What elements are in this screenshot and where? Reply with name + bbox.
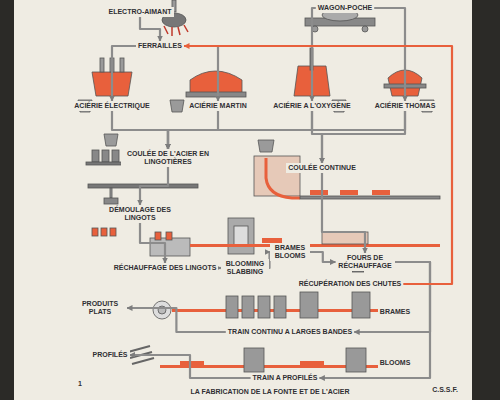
flow-connector xyxy=(140,167,168,205)
node-text: ACIÉRIE ÉLECTRIQUE xyxy=(74,102,149,110)
node-text: ACIÉRIE MARTIN xyxy=(189,102,247,110)
process-label: PRODUITS PLATS xyxy=(73,299,127,317)
node-text: TRAIN A PROFILÉS xyxy=(253,374,318,382)
process-label: RÉCHAUFFAGE DES LINGOTS xyxy=(112,263,219,273)
node-text: RÉCUPÉRATION DES CHUTES xyxy=(299,280,402,288)
label-text: BLOOMS xyxy=(380,359,411,367)
node-text: RÉCHAUFFAGE DES LINGOTS xyxy=(114,264,217,272)
node-text: WAGON-POCHE xyxy=(318,4,372,12)
process-label: TRAIN CONTINU A LARGES BANDES xyxy=(226,327,354,337)
label: C.S.S.F. xyxy=(430,385,460,395)
caption: LA FABRICATION DE LA FONTE ET DE L'ACIER xyxy=(189,387,352,397)
flow-connector xyxy=(184,46,452,284)
node-text: ELECTRO-AIMANT xyxy=(109,8,172,16)
process-label: ELECTRO-AIMANT xyxy=(107,7,174,17)
flow-connector xyxy=(312,8,316,101)
process-label: DÉMOULAGE DES LINGOTS xyxy=(103,205,177,223)
process-label: COULÉE CONTINUE xyxy=(286,163,358,173)
flow-connector xyxy=(322,173,365,253)
process-label: ACIÉRIE ÉLECTRIQUE xyxy=(72,101,151,111)
flow-connector xyxy=(140,17,160,41)
flow-connector xyxy=(184,46,218,101)
node-text: ACIÉRIE THOMAS xyxy=(375,102,436,110)
flow-connector xyxy=(130,355,251,378)
node-text: FOURS DE RÉCHAUFFAGE xyxy=(338,254,393,270)
node-text: BRAMES BLOOMS xyxy=(272,244,308,260)
process-label: BRAMES BLOOMS xyxy=(270,243,310,261)
process-label: COULÉE DE L'ACIER EN LINGOTIÈRES xyxy=(121,149,215,167)
flow-connector xyxy=(322,111,405,163)
process-label: BLOOMING SLABBING xyxy=(221,259,269,277)
node-text: BLOOMING SLABBING xyxy=(223,260,267,276)
node-text: ACIÉRIE A L'OXYGÈNE xyxy=(273,102,350,110)
process-label: PROFILÉS xyxy=(90,350,129,360)
process-label: ACIÉRIE MARTIN xyxy=(187,101,249,111)
flow-connector xyxy=(374,8,405,101)
label-text: C.S.S.F. xyxy=(432,386,458,394)
flow-connector xyxy=(354,262,430,332)
label: BLOOMS xyxy=(378,358,413,368)
label: BRAMES xyxy=(378,307,412,317)
process-label: TRAIN A PROFILÉS xyxy=(251,373,320,383)
node-text: TRAIN CONTINU A LARGES BANDES xyxy=(228,328,352,336)
flow-connector xyxy=(112,46,136,101)
node-text: DÉMOULAGE DES LINGOTS xyxy=(105,206,175,222)
flow-connector xyxy=(310,252,336,262)
process-label: ACIÉRIE A L'OXYGÈNE xyxy=(271,101,352,111)
node-text: COULÉE CONTINUE xyxy=(288,164,356,172)
process-label: FERRAILLES xyxy=(136,41,184,51)
poster-ground xyxy=(14,0,472,400)
node-text: COULÉE DE L'ACIER EN LINGOTIÈRES xyxy=(123,150,213,166)
process-label: FOURS DE RÉCHAUFFAGE xyxy=(336,253,395,271)
node-text: PROFILÉS xyxy=(92,351,127,359)
flow-connector xyxy=(312,111,322,163)
flow-connector xyxy=(112,111,168,149)
flow-connector xyxy=(127,308,226,332)
node-text: FERRAILLES xyxy=(138,42,182,50)
label: 1 xyxy=(76,379,84,389)
label-text: BRAMES xyxy=(380,308,410,316)
process-label: ACIÉRIE THOMAS xyxy=(373,101,438,111)
node-text: PRODUITS PLATS xyxy=(75,300,125,316)
label-text: 1 xyxy=(78,380,82,388)
flow-connector xyxy=(168,111,405,149)
process-label: WAGON-POCHE xyxy=(316,3,374,13)
flow-connector xyxy=(140,223,165,263)
process-label: RÉCUPÉRATION DES CHUTES xyxy=(297,279,404,289)
